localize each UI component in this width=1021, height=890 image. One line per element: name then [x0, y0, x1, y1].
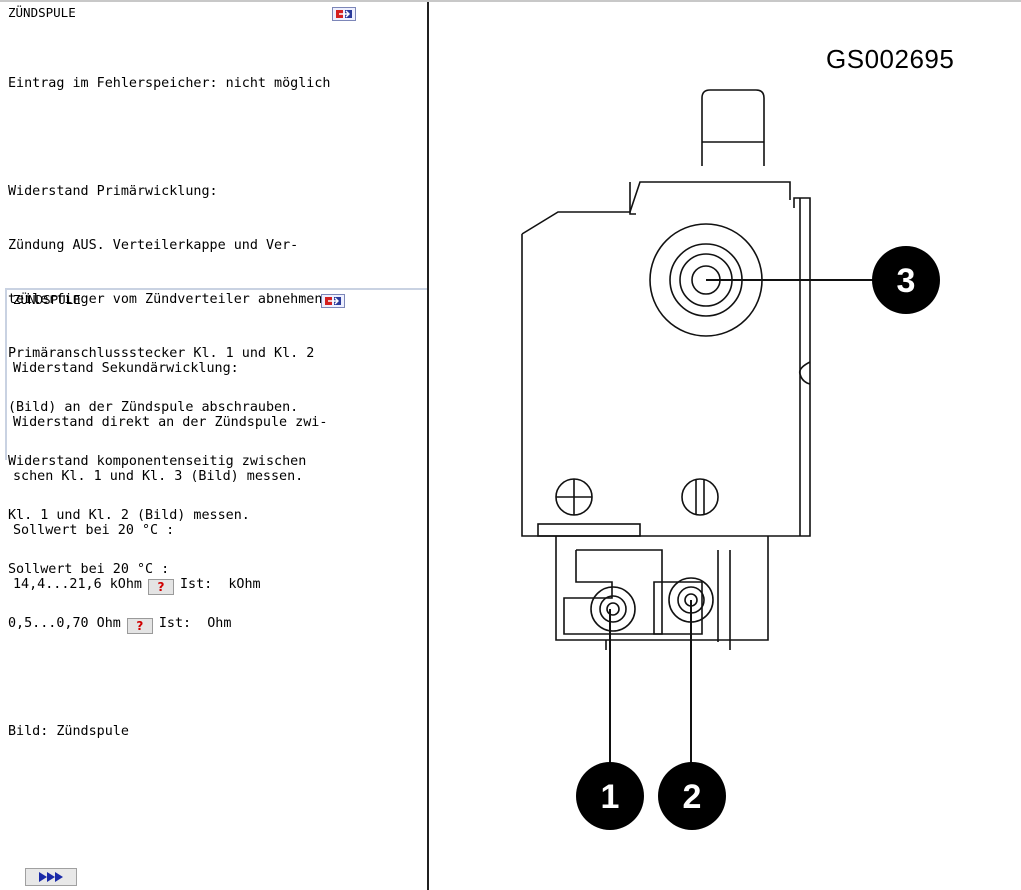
- text-pane: ZÜNDSPULE Eintrag im Fehlerspeicher: nic…: [0, 2, 428, 890]
- coil-body: [521, 181, 811, 537]
- info-panel-primary: ZÜNDSPULE Eintrag im Fehlerspeicher: nic…: [5, 4, 425, 739]
- actual-unit: Ohm: [207, 616, 232, 631]
- target-value-line: 14,4...21,6 kOhm? Ist: kOhm: [13, 576, 327, 595]
- target-value-line: 0,5...0,70 Ohm? Ist: Ohm: [8, 615, 330, 634]
- connector-block: [555, 536, 769, 641]
- link-icon[interactable]: [332, 7, 356, 21]
- text-line: Widerstand komponentenseitig zwischen: [8, 454, 307, 469]
- svg-text:3: 3: [897, 262, 916, 300]
- terminal-1: [590, 586, 636, 632]
- text-line: Primäranschlussstecker Kl. 1 und Kl. 2: [8, 346, 315, 361]
- panel-body: Eintrag im Fehlerspeicher: nicht möglich…: [8, 39, 330, 777]
- actual-label: Ist:: [180, 577, 213, 592]
- text-line: Widerstand Primärwicklung:: [8, 184, 218, 199]
- help-button[interactable]: ?: [148, 579, 174, 595]
- callout-2: 2: [658, 762, 726, 830]
- figure-id: GS002695: [826, 44, 955, 74]
- screw-right: [681, 478, 719, 516]
- panel-body: Widerstand Sekundärwicklung: Widerstand …: [13, 324, 327, 630]
- svg-text:1: 1: [601, 778, 620, 816]
- coil-top-nozzle: [701, 89, 765, 166]
- text-line: Sollwert bei 20 °C :: [8, 562, 170, 577]
- text-line: (Bild) an der Zündspule abschrauben.: [8, 400, 299, 415]
- text-line: Widerstand direkt an der Zündspule zwi-: [13, 415, 328, 430]
- text-line: Zündung AUS. Verteilerkappe und Ver-: [8, 238, 299, 253]
- help-button[interactable]: ?: [126, 618, 153, 634]
- callout-3: 3: [872, 246, 940, 314]
- actual-label: Ist:: [158, 616, 192, 631]
- pane-divider: [427, 2, 429, 890]
- info-panel-secondary: ZÜNDSPULE Widerstand Sekundärwicklung: W…: [5, 288, 427, 595]
- text-line: Eintrag im Fehlerspeicher: nicht möglich: [8, 76, 331, 91]
- text-line: Sollwert bei 20 °C :: [13, 523, 175, 538]
- text-line: Widerstand Sekundärwicklung:: [13, 361, 239, 376]
- callout-1: 1: [576, 762, 644, 830]
- text-line: schen Kl. 1 und Kl. 3 (Bild) messen.: [13, 469, 304, 484]
- window-top-border: [0, 0, 1021, 2]
- text-line: [8, 129, 330, 147]
- image-caption: Bild: Zündspule: [8, 724, 129, 739]
- text-line: teilerfinger vom Zündverteiler abnehmen.: [8, 292, 331, 307]
- panel-title: ZÜNDSPULE: [13, 292, 81, 307]
- spacer: [8, 669, 330, 687]
- triple-arrow-right-icon: [39, 872, 63, 882]
- diagram-pane: GS002695: [430, 2, 1021, 890]
- link-icon[interactable]: [321, 294, 345, 308]
- panel-title: ZÜNDSPULE: [8, 5, 76, 20]
- ignition-coil-diagram: 1 2 3: [521, 89, 940, 830]
- target-range: 0,5...0,70 Ohm: [8, 616, 121, 631]
- target-range: 14,4...21,6 kOhm: [13, 577, 142, 592]
- text-line: Kl. 1 und Kl. 2 (Bild) messen.: [8, 508, 250, 523]
- next-page-button[interactable]: [25, 868, 77, 886]
- actual-unit: kOhm: [228, 577, 261, 592]
- svg-text:2: 2: [683, 778, 702, 816]
